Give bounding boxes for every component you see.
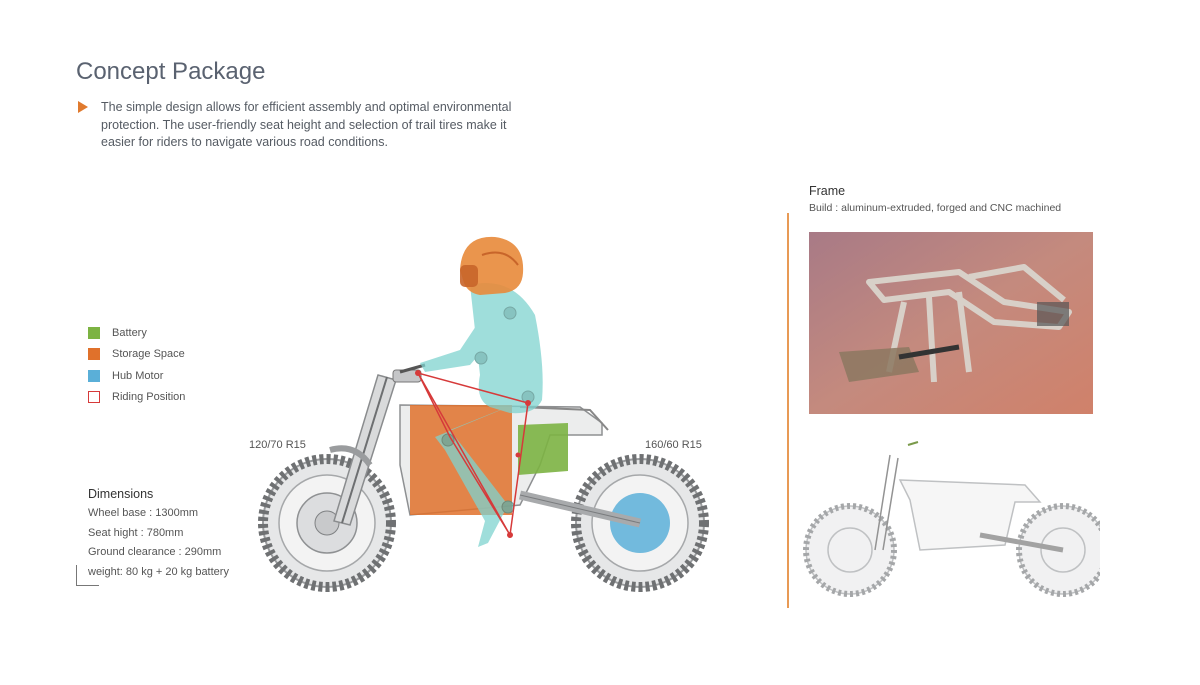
legend-item-battery: Battery	[88, 322, 185, 344]
battery	[518, 423, 568, 475]
frame-render-image	[809, 232, 1093, 414]
frame-sketch-image	[803, 441, 1100, 597]
storage-swatch	[88, 348, 100, 361]
rider	[420, 283, 543, 547]
legend-item-hub-motor: Hub Motor	[88, 365, 185, 387]
legend-label: Hub Motor	[112, 369, 164, 382]
dimension-weight: weight: 80 kg + 20 kg battery	[88, 565, 229, 578]
aluminum-frame	[866, 264, 1072, 383]
legend: Battery Storage Space Hub Motor Riding P…	[88, 322, 185, 408]
dimensions-title: Dimensions	[88, 487, 154, 501]
riding-position-lines	[415, 370, 531, 538]
riding-position-swatch	[88, 391, 100, 404]
legend-label: Riding Position	[112, 391, 186, 404]
front-fork	[333, 363, 426, 526]
legend-item-riding-position: Riding Position	[88, 387, 185, 409]
dimension-seat-height: Seat hight : 780mm	[88, 526, 184, 539]
front-fender	[329, 445, 373, 467]
corner-bracket	[76, 565, 99, 586]
legend-label: Battery	[112, 326, 147, 339]
dimensions-block: Dimensions Wheel base : 1300mm Seat high…	[88, 487, 229, 585]
legend-label: Storage Space	[112, 348, 185, 361]
dimension-wheel-base: Wheel base : 1300mm	[88, 507, 199, 519]
front-tire-label: 120/70 R15	[249, 439, 306, 451]
legend-item-storage: Storage Space	[88, 344, 185, 366]
intro-paragraph: The simple design allows for efficient a…	[101, 100, 512, 149]
section-divider	[787, 213, 789, 608]
frame-build-spec: Build : aluminum-extruded, forged and CN…	[809, 202, 1062, 214]
page-title: Concept Package	[76, 58, 266, 85]
dimension-ground-clearance: Ground clearance : 290mm	[88, 546, 222, 558]
hub-motor-swatch	[88, 369, 100, 382]
rear-tire-label: 160/60 R15	[645, 439, 702, 451]
helmet	[460, 236, 524, 295]
motorcycle-package-illustration	[258, 236, 709, 592]
bullet-arrow-icon	[78, 101, 88, 113]
battery-swatch	[88, 326, 100, 339]
frame-title: Frame	[809, 184, 846, 198]
front-wheel	[258, 454, 396, 592]
